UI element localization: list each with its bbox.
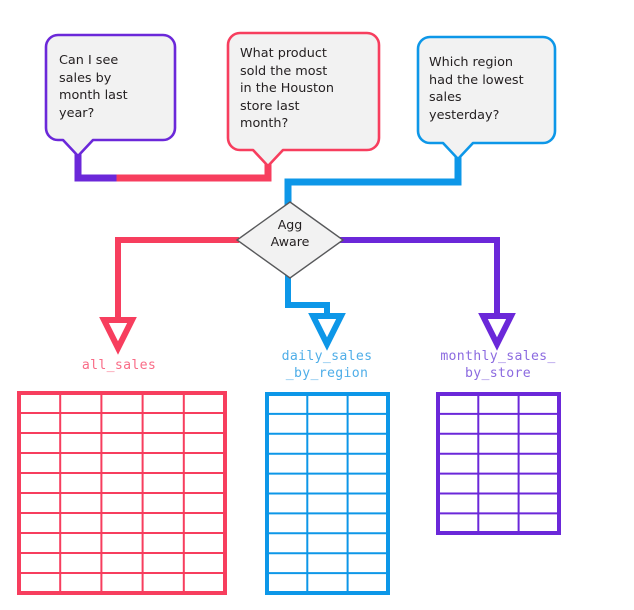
- connector-to-all-sales: [99, 237, 239, 355]
- table-grid-daily-sales-by-region: [265, 392, 390, 595]
- decision-diamond-agg-aware: [235, 201, 345, 279]
- connector-question-region: [284, 149, 462, 209]
- speech-bubble-question-monthly: [44, 33, 177, 158]
- speech-bubble-question-houston: [226, 31, 381, 168]
- table-grid-all-sales: [17, 391, 227, 595]
- connector-question-monthly: [74, 148, 272, 182]
- table-grid-monthly-sales-by-store: [436, 392, 561, 535]
- speech-bubble-question-region: [416, 35, 557, 161]
- connector-to-monthly-sales: [337, 237, 516, 351]
- connector-question-houston: [116, 148, 272, 182]
- connector-to-daily-sales: [285, 272, 346, 351]
